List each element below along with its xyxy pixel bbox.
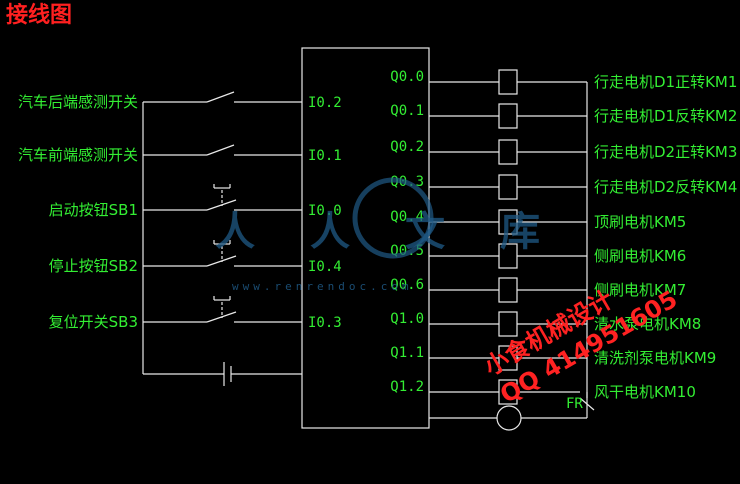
output-row: Q0.2 行走电机D2正转KM3 (390, 139, 737, 165)
input-label: 汽车前端感测开关 (18, 146, 138, 164)
relay-coil (498, 174, 518, 200)
output-terminal: Q0.2 (390, 139, 424, 155)
watermark-site: 人人文库 www.renrendoc.com (215, 177, 595, 293)
switch-contact (206, 91, 235, 103)
output-label: 顶刷电机KM5 (594, 213, 686, 231)
output-row: Q1.0 清水泵电机KM8 (390, 311, 701, 337)
output-label: 侧刷电机KM7 (594, 281, 686, 299)
input-row: 汽车后端感测开关 I0.2 (18, 91, 342, 111)
input-row: 复位开关SB3 I0.3 (49, 296, 342, 331)
plc-module (301, 47, 430, 429)
input-label: 启动按钮SB1 (49, 201, 138, 219)
output-terminal: Q0.4 (390, 209, 424, 225)
input-rows: 汽车后端感测开关 I0.2 汽车前端感测开关 I0.1 启动按钮SB1 I0.0 停止按钮S… (18, 91, 342, 331)
output-row: Q1.2 风干电机KM10 (390, 379, 696, 405)
output-label: 行走电机D2反转KM4 (594, 178, 737, 196)
input-terminal: I0.0 (308, 203, 342, 219)
relay-coil (498, 311, 518, 337)
relay-coil (498, 139, 518, 165)
diagram-title: 接线图 (6, 2, 72, 28)
input-label: 汽车后端感测开关 (18, 93, 138, 111)
output-label: 行走电机D1正转KM1 (594, 73, 737, 91)
relay-coil (498, 277, 518, 303)
output-label: 行走电机D2正转KM3 (594, 143, 737, 161)
relay-coil (498, 103, 518, 129)
input-row: 停止按钮SB2 I0.4 (49, 240, 342, 275)
fr-label: FR (566, 396, 583, 412)
input-power-source (143, 362, 302, 386)
output-row: Q0.1 行走电机D1反转KM2 (390, 103, 737, 129)
output-row: Q0.6 侧刷电机KM7 (390, 277, 686, 303)
output-label: 清水泵电机KM8 (594, 315, 701, 333)
output-label: 侧刷电机KM6 (594, 247, 686, 265)
output-row: Q0.4 顶刷电机KM5 (390, 209, 686, 235)
switch-contact (206, 144, 235, 156)
output-label: 风干电机KM10 (594, 383, 696, 401)
ac-source-symbol (496, 405, 522, 431)
output-label: 行走电机D1反转KM2 (594, 107, 737, 125)
output-terminal: Q1.2 (390, 379, 424, 395)
watermark-logo-icon (352, 177, 434, 259)
input-label: 停止按钮SB2 (49, 257, 138, 275)
output-return-line (429, 405, 587, 431)
output-terminal: Q0.6 (390, 277, 424, 293)
input-terminal: I0.2 (308, 95, 342, 111)
input-label: 复位开关SB3 (49, 313, 138, 331)
output-terminal: Q0.0 (390, 69, 424, 85)
output-label: 清洗剂泵电机KM9 (594, 349, 716, 367)
input-terminal: I0.1 (308, 148, 342, 164)
fr-thermal-relay: FR (566, 392, 595, 412)
output-terminal: Q1.1 (390, 345, 424, 361)
output-row: Q0.0 行走电机D1正转KM1 (390, 69, 737, 95)
input-row: 汽车前端感测开关 I0.1 (18, 144, 342, 164)
output-terminal: Q0.1 (390, 103, 424, 119)
relay-coil (498, 69, 518, 95)
output-row: Q1.1 清洗剂泵电机KM9 (390, 345, 716, 371)
input-terminal: I0.3 (308, 315, 342, 331)
watermark-site-name: 人人文库 (215, 209, 595, 255)
watermark-site-url: www.renrendoc.com (232, 280, 413, 293)
input-row: 启动按钮SB1 I0.0 (49, 184, 342, 219)
input-terminal: I0.4 (308, 259, 342, 275)
output-terminal: Q1.0 (390, 311, 424, 327)
